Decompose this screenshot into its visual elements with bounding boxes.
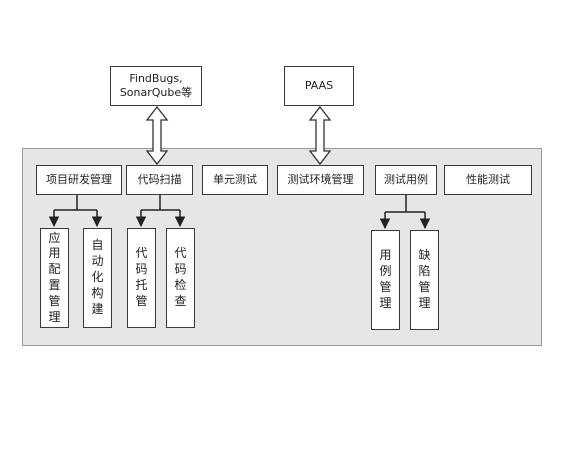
sub-defect: 缺陷管理 (410, 230, 439, 330)
module-unit-test: 单元测试 (202, 165, 268, 195)
sub-app-config: 应用配置管理 (40, 228, 69, 328)
sub-code-host: 代码托管 (127, 228, 156, 328)
paas-box: PAAS (284, 66, 354, 106)
findbugs-sonarqube-box: FindBugs, SonarQube等 (110, 66, 202, 106)
sub-auto-build: 自动化构建 (83, 228, 112, 328)
module-perf-test: 性能测试 (444, 165, 532, 195)
module-test-env: 测试环境管理 (277, 165, 364, 195)
module-test-case: 测试用例 (375, 165, 437, 195)
module-project-dev: 项目研发管理 (36, 165, 122, 195)
module-code-scan: 代码扫描 (126, 165, 193, 195)
sub-code-check: 代码检查 (166, 228, 195, 328)
sub-use-case: 用例管理 (371, 230, 400, 330)
